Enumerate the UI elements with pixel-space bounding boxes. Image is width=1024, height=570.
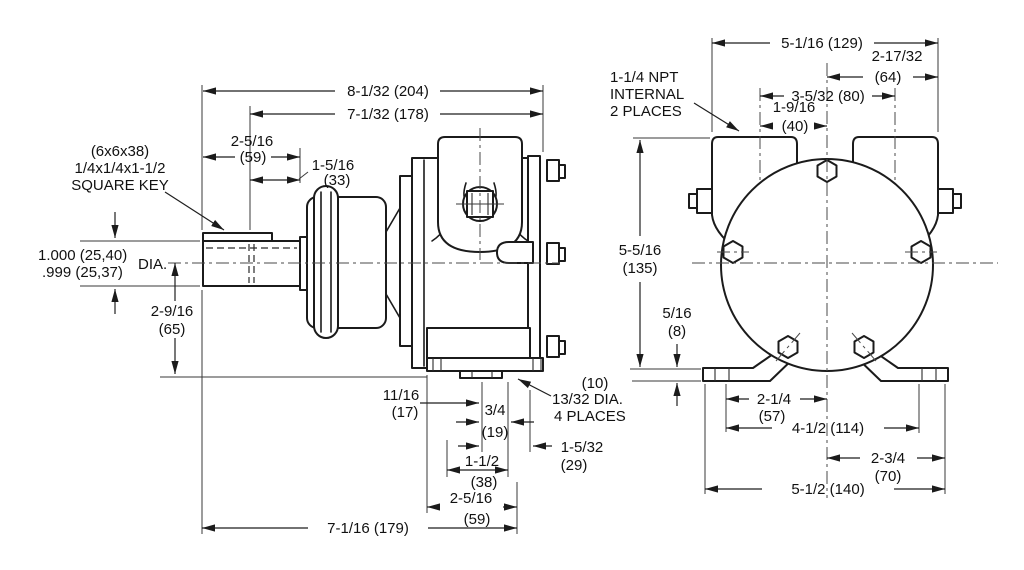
npt-note-line3: 2 PLACES [610,103,682,120]
dim-foot-width: 2-5/16 [450,490,493,507]
dim-port-span: 3-5/32 (80) [791,88,864,105]
dim-base-right: 2-3/4 [871,450,905,467]
key-note-line2: 1/4x1/4x1-1/2 [75,160,166,177]
end-view [688,63,998,498]
dim-left-port: 1-9/16 [773,99,816,116]
key-note-line3: SQUARE KEY [71,177,169,194]
shaft-dia-line2: .999 (25,37) [42,264,123,281]
hole-note-line1: (10) [582,375,609,392]
shaft-dia-line1: 1.000 (25,40) [38,247,127,264]
dim-center-height-mm: (65) [159,321,186,338]
dim-center-height: 2-9/16 [151,303,194,320]
square-key-leader [164,191,225,231]
shaft-dia-suffix: DIA. [138,256,167,273]
dim-base-width: 5-1/2 (140) [791,481,864,498]
dim-overall-length: 8-1/32 (204) [347,83,429,100]
dim-base-length: 7-1/16 (179) [327,520,409,537]
dim-overall-width: 5-1/16 (129) [781,35,863,52]
dim-port-offset: 1-5/32 [561,439,604,456]
dim-foot-hole-left: 2-1/4 [757,391,791,408]
dim-slot-span: 1-1/2 [465,453,499,470]
npt-note-leader [693,102,740,132]
dim-foot-hole-left-mm: (57) [759,408,786,425]
side-view-dimension-lines [111,87,552,532]
dim-hole-space: 3/4 [485,402,506,419]
npt-note-line2: INTERNAL [610,86,684,103]
dim-body-length: 7-1/32 (178) [347,106,429,123]
dim-port-offset-mm: (29) [561,457,588,474]
end-view-labels: 5-1/16 (129) 2-17/32 (64) 3-5/32 (80) 1-… [610,35,922,498]
dim-foot-width-mm: (59) [464,511,491,528]
dim-shaft-ext-mm: (59) [240,149,267,166]
bearing-housing [306,175,413,347]
side-view-extension-lines [80,85,544,534]
dim-base-right-mm: (70) [875,468,902,485]
dim-left-port-mm: (40) [782,118,809,135]
hole-note-leader [517,378,552,397]
dim-key-length-mm: (33) [324,172,351,189]
dim-right-port: 2-17/32 [872,48,923,65]
dim-key-length: 1-5/16 [312,157,355,174]
dim-overall-height: 5-5/16 [619,242,662,259]
key-note-line1: (6x6x38) [91,143,149,160]
dim-overall-height-mm: (135) [622,260,657,277]
dim-right-port-mm: (64) [875,69,902,86]
dim-foot-offset-mm: (17) [392,404,419,421]
hole-note-line3: 4 PLACES [554,408,626,425]
dim-shaft-ext: 2-5/16 [231,133,274,150]
dim-pad-thickness-mm: (8) [668,323,686,340]
side-port-stub [496,241,534,264]
hole-note-line2: 13/32 DIA. [552,391,623,408]
side-view [168,128,566,379]
end-view-extension-lines [630,38,946,494]
dim-foot-hole-span: 4-1/2 (114) [792,420,864,437]
mounting-foot-side [426,327,544,379]
side-view-labels: 8-1/32 (204) 7-1/32 (178) 2-5/16 (59) 1-… [38,83,626,537]
dim-foot-offset: 11/16 [383,387,419,404]
dim-slot-span-mm: (38) [471,474,498,491]
end-view-dimension-lines [636,39,945,493]
dim-pad-thickness: 5/16 [662,305,691,322]
npt-note-line1: 1-1/4 NPT [610,69,678,86]
dim-hole-space-mm: (19) [482,424,509,441]
pump-shaft [202,232,308,291]
